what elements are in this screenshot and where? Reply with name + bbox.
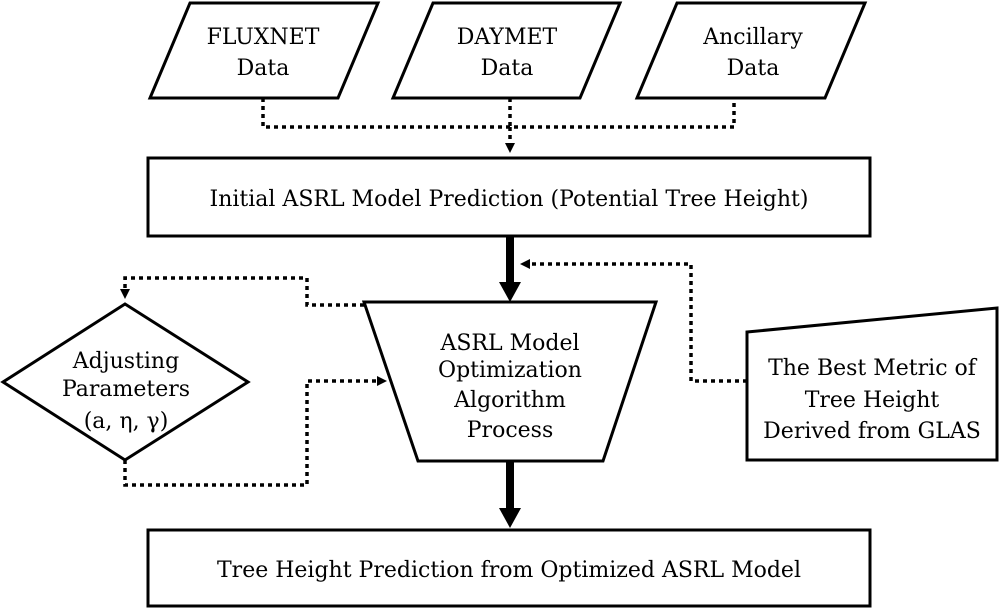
inputs-connector [261, 98, 736, 153]
thick-arrow-1 [499, 236, 521, 302]
adjusting-line3: (a, η, γ) [84, 409, 169, 434]
fluxnet-label-line2: Data [237, 56, 290, 81]
initial-model-label: Initial ASRL Model Prediction (Potential… [210, 187, 809, 212]
final-prediction-label: Tree Height Prediction from Optimized AS… [217, 558, 801, 583]
adjusting-to-optimization-connector [123, 376, 387, 487]
optimization-line2: Optimization [438, 358, 582, 383]
thick-arrow-2 [499, 461, 521, 528]
fluxnet-data-node: FLUXNET Data [147, 1, 381, 100]
adjusting-parameters-node: Adjusting Parameters (a, η, γ) [0, 302, 251, 462]
optimization-line1: ASRL Model [439, 331, 579, 356]
optimization-line4: Process [467, 418, 554, 443]
adjusting-line1: Adjusting [72, 349, 179, 374]
ancillary-data-node: Ancillary Data [634, 1, 868, 100]
ancillary-label-line2: Data [727, 56, 780, 81]
ancillary-label-line1: Ancillary [702, 25, 803, 50]
feedback-to-adjusting-connector [120, 276, 364, 307]
daymet-label-line1: DAYMET [457, 25, 558, 50]
glas-line3: Derived from GLAS [763, 419, 981, 444]
daymet-data-node: DAYMET Data [390, 1, 623, 100]
final-prediction-box: Tree Height Prediction from Optimized AS… [146, 528, 872, 608]
fluxnet-label-line1: FLUXNET [207, 25, 320, 50]
optimization-line3: Algorithm [453, 388, 566, 413]
glas-line2: Tree Height [805, 388, 940, 413]
glas-connector [520, 259, 747, 383]
initial-model-box: Initial ASRL Model Prediction (Potential… [146, 156, 872, 238]
adjusting-line2: Parameters [62, 377, 190, 402]
glas-metric-node: The Best Metric of Tree Height Derived f… [745, 306, 999, 462]
daymet-label-line2: Data [481, 56, 534, 81]
optimization-node: ASRL Model Optimization Algorithm Proces… [361, 300, 659, 463]
glas-line1: The Best Metric of [768, 356, 978, 381]
